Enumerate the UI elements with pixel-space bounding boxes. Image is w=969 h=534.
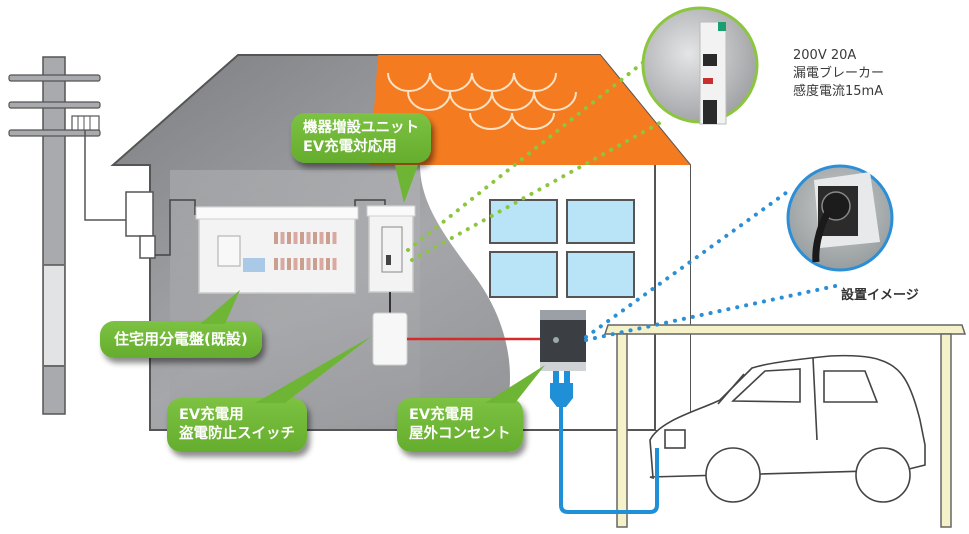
breaker-photo bbox=[641, 6, 759, 125]
distribution-board bbox=[195, 206, 359, 294]
breaker-switch bbox=[274, 258, 278, 270]
label-distribution-board: 住宅用分電盤(既設) bbox=[100, 321, 262, 358]
breaker-switch bbox=[313, 258, 317, 270]
utility-pole bbox=[8, 56, 127, 415]
breaker-switch bbox=[306, 258, 311, 270]
window bbox=[489, 199, 635, 298]
breaker-switch bbox=[293, 258, 298, 270]
label-line: EV充電用 bbox=[409, 407, 474, 423]
roof-tiles bbox=[387, 72, 577, 130]
label-line: 屋外コンセント bbox=[409, 426, 511, 442]
breaker-switch bbox=[332, 258, 337, 270]
roof bbox=[370, 55, 690, 165]
breaker-switch bbox=[326, 232, 330, 244]
label-line: 住宅用分電盤(既設) bbox=[114, 330, 248, 348]
breaker-switch bbox=[280, 258, 285, 270]
install-caption: 設置イメージ bbox=[841, 288, 919, 303]
breaker-switch bbox=[306, 232, 311, 244]
breaker-switch bbox=[300, 232, 304, 244]
charging-cable bbox=[550, 371, 659, 514]
label-outdoor-outlet: EV充電用 屋外コンセント bbox=[397, 398, 523, 452]
label-line: 盗電防止スイッチ bbox=[179, 426, 295, 442]
breaker-switch bbox=[287, 258, 291, 270]
breaker-switch bbox=[326, 258, 330, 270]
breaker-switch bbox=[319, 258, 324, 270]
breaker-switch bbox=[280, 232, 285, 244]
breaker-switch bbox=[319, 232, 324, 244]
spec-rating: 200V 20A bbox=[793, 48, 857, 63]
breaker-switch bbox=[300, 258, 304, 270]
label-expansion-unit: 機器増設ユニット EV充電対応用 bbox=[291, 113, 431, 163]
breaker-switch bbox=[274, 232, 278, 244]
breaker-switch bbox=[332, 232, 337, 244]
breaker-switch bbox=[293, 232, 298, 244]
label-line: EV充電対応用 bbox=[303, 139, 397, 155]
spec-sensitivity: 感度電流15mA bbox=[793, 84, 884, 99]
breaker-switch bbox=[313, 232, 317, 244]
expansion-unit bbox=[366, 205, 416, 293]
car bbox=[649, 354, 926, 503]
blue-dotted-connectors bbox=[584, 188, 842, 342]
label-line: 機器増設ユニット bbox=[303, 120, 419, 136]
label-anti-theft-switch: EV充電用 盗電防止スイッチ bbox=[167, 398, 307, 452]
spec-type: 漏電ブレーカー bbox=[793, 66, 885, 81]
electric-meter bbox=[125, 191, 154, 237]
breaker-switch bbox=[287, 232, 291, 244]
breaker-spec: 200V 20A 漏電ブレーカー 感度電流15mA bbox=[793, 47, 884, 101]
install-photo bbox=[786, 164, 894, 272]
outdoor-outlet bbox=[540, 310, 586, 371]
green-dotted-connectors bbox=[406, 43, 667, 262]
label-line: EV充電用 bbox=[179, 407, 244, 423]
anti-theft-switch bbox=[372, 292, 540, 366]
